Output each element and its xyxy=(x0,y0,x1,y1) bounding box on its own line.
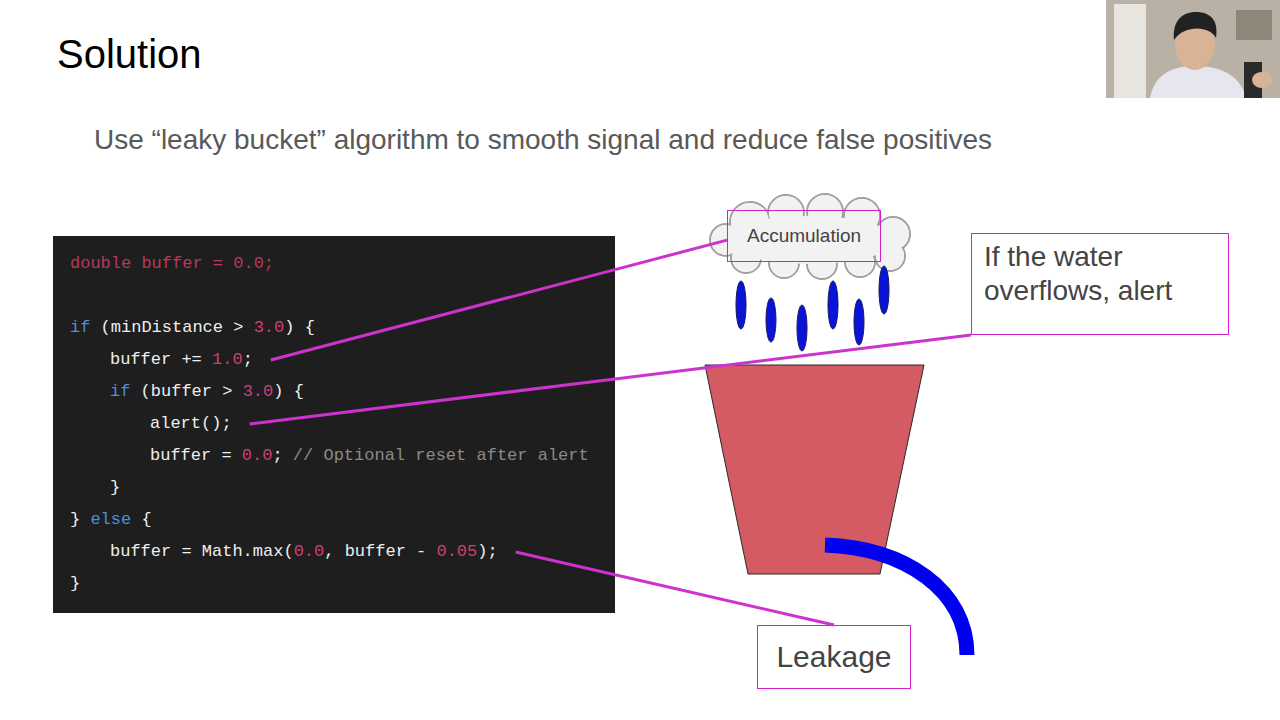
code-token: ; xyxy=(243,350,253,369)
callout-text: If the water overflows, alert xyxy=(984,240,1216,307)
code-line: } else { xyxy=(70,504,152,536)
leader-stub xyxy=(250,379,615,424)
code-token: , buffer - xyxy=(324,542,436,561)
code-line: buffer = 0.0; // Optional reset after al… xyxy=(150,440,589,472)
leader-line xyxy=(615,240,727,269)
code-token: ; xyxy=(272,446,292,465)
code-line: if (minDistance > 3.0) { xyxy=(70,312,315,344)
code-token: 3.0 xyxy=(243,382,274,401)
callout-box: Accumulation xyxy=(727,210,881,262)
code-token: 3.0 xyxy=(254,318,285,337)
code-block: double buffer = 0.0; if (minDistance > 3.… xyxy=(53,236,615,613)
code-token: else xyxy=(90,510,131,529)
code-token: // Optional reset after alert xyxy=(293,446,589,465)
webcam-feed xyxy=(1106,0,1280,98)
code-token: double buffer = 0.0; xyxy=(70,254,274,273)
cloud-fill xyxy=(711,195,909,278)
raindrops xyxy=(736,266,889,351)
code-line: buffer += 1.0; xyxy=(110,344,253,376)
code-token: buffer = xyxy=(150,446,242,465)
raindrop xyxy=(766,298,776,342)
code-token: { xyxy=(131,510,151,529)
webcam-shirt xyxy=(1150,66,1246,98)
leader-line xyxy=(615,335,971,379)
code-token: (buffer > xyxy=(130,382,242,401)
code-line: buffer = Math.max(0.0, buffer - 0.05); xyxy=(110,536,498,568)
callout-box: If the water overflows, alert xyxy=(971,233,1229,335)
webcam-frame xyxy=(1106,0,1280,98)
webcam-shelf xyxy=(1236,10,1272,40)
cloud-core xyxy=(725,216,895,264)
code-token: ); xyxy=(477,542,497,561)
code-token: if xyxy=(70,318,90,337)
slide-subtitle: Use “leaky bucket” algorithm to smooth s… xyxy=(94,124,992,156)
code-line: } xyxy=(70,568,80,600)
raindrop xyxy=(736,281,746,329)
leader-line xyxy=(615,575,834,625)
code-token: ) { xyxy=(284,318,315,337)
cloud xyxy=(710,194,910,279)
raindrop xyxy=(797,305,807,351)
code-token: } xyxy=(110,478,120,497)
cloud-outline xyxy=(710,194,910,279)
webcam-hand xyxy=(1252,72,1272,88)
raindrop xyxy=(828,281,838,329)
code-token: alert(); xyxy=(150,414,232,433)
callout-box: Leakage xyxy=(757,625,911,689)
webcam-hair xyxy=(1174,12,1217,40)
code-token: 1.0 xyxy=(212,350,243,369)
code-line: } xyxy=(110,472,120,504)
callout-text: Accumulation xyxy=(747,225,861,248)
bucket xyxy=(705,365,924,574)
code-token: buffer = Math.max( xyxy=(110,542,294,561)
code-line: alert(); xyxy=(150,408,232,440)
code-line: if (buffer > 3.0) { xyxy=(110,376,304,408)
slide-title: Solution xyxy=(57,32,202,77)
code-token: 0.0 xyxy=(294,542,325,561)
code-token: buffer += xyxy=(110,350,212,369)
leader-stub xyxy=(516,552,615,575)
callout-text: Leakage xyxy=(776,639,891,675)
raindrop xyxy=(854,299,864,345)
code-token: 0.05 xyxy=(436,542,477,561)
leader-stub xyxy=(271,270,615,360)
code-token: 0.0 xyxy=(242,446,273,465)
code-token: } xyxy=(70,574,80,593)
code-token: (minDistance > xyxy=(90,318,253,337)
code-token: ) { xyxy=(273,382,304,401)
raindrop xyxy=(879,266,889,314)
code-token: if xyxy=(110,382,130,401)
webcam-door xyxy=(1114,4,1146,98)
code-token: } xyxy=(70,510,90,529)
code-line: double buffer = 0.0; xyxy=(70,248,274,280)
